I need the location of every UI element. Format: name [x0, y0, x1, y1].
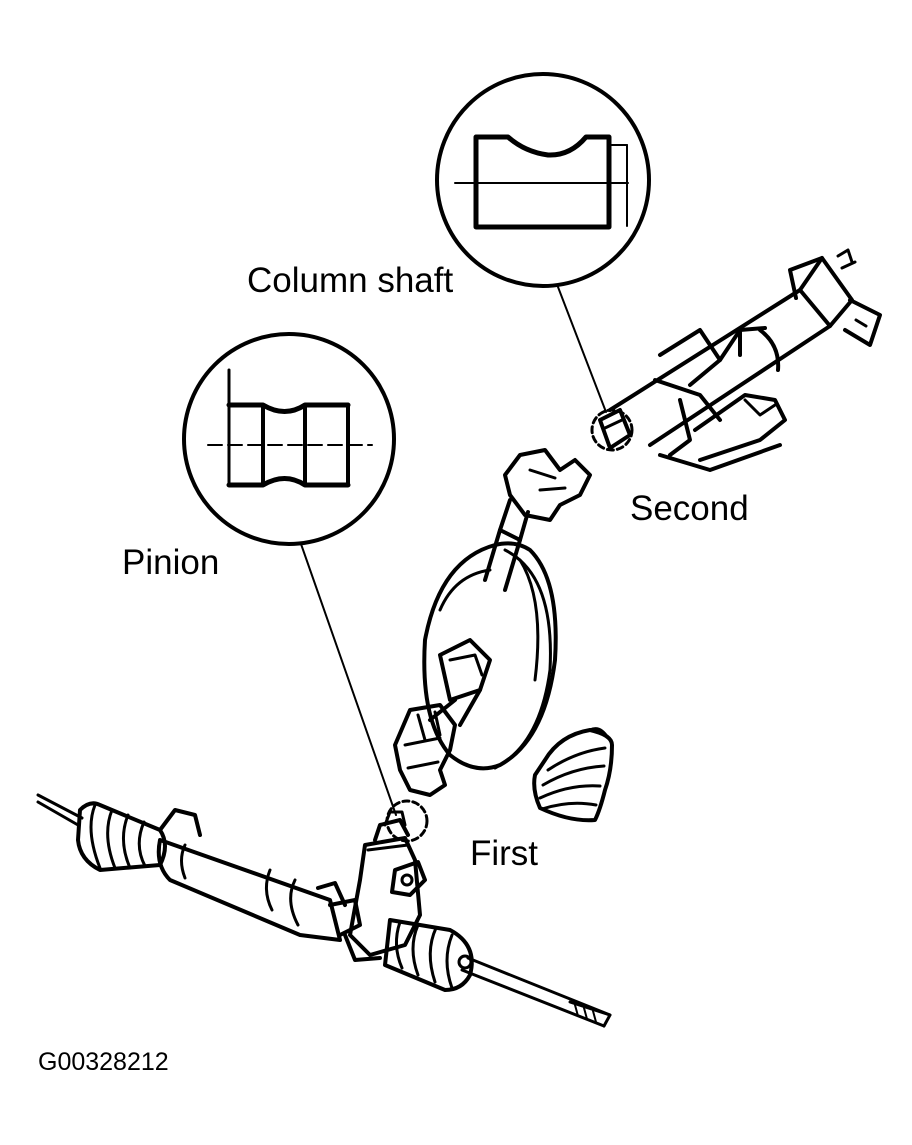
column-shaft-detail-circle [435, 72, 651, 288]
dust-boot [532, 727, 614, 823]
column-shaft-label: Column shaft [247, 261, 454, 300]
figure-code: G00328212 [38, 1048, 169, 1076]
steering-rack [36, 793, 612, 1028]
intermediate-shaft [393, 448, 592, 797]
first-label: First [470, 834, 539, 873]
leader-lines [300, 286, 607, 816]
pinion-detail-circle [182, 332, 396, 546]
second-label: Second [630, 489, 749, 528]
steering-column [590, 248, 882, 472]
pinion-label: Pinion [122, 543, 220, 582]
